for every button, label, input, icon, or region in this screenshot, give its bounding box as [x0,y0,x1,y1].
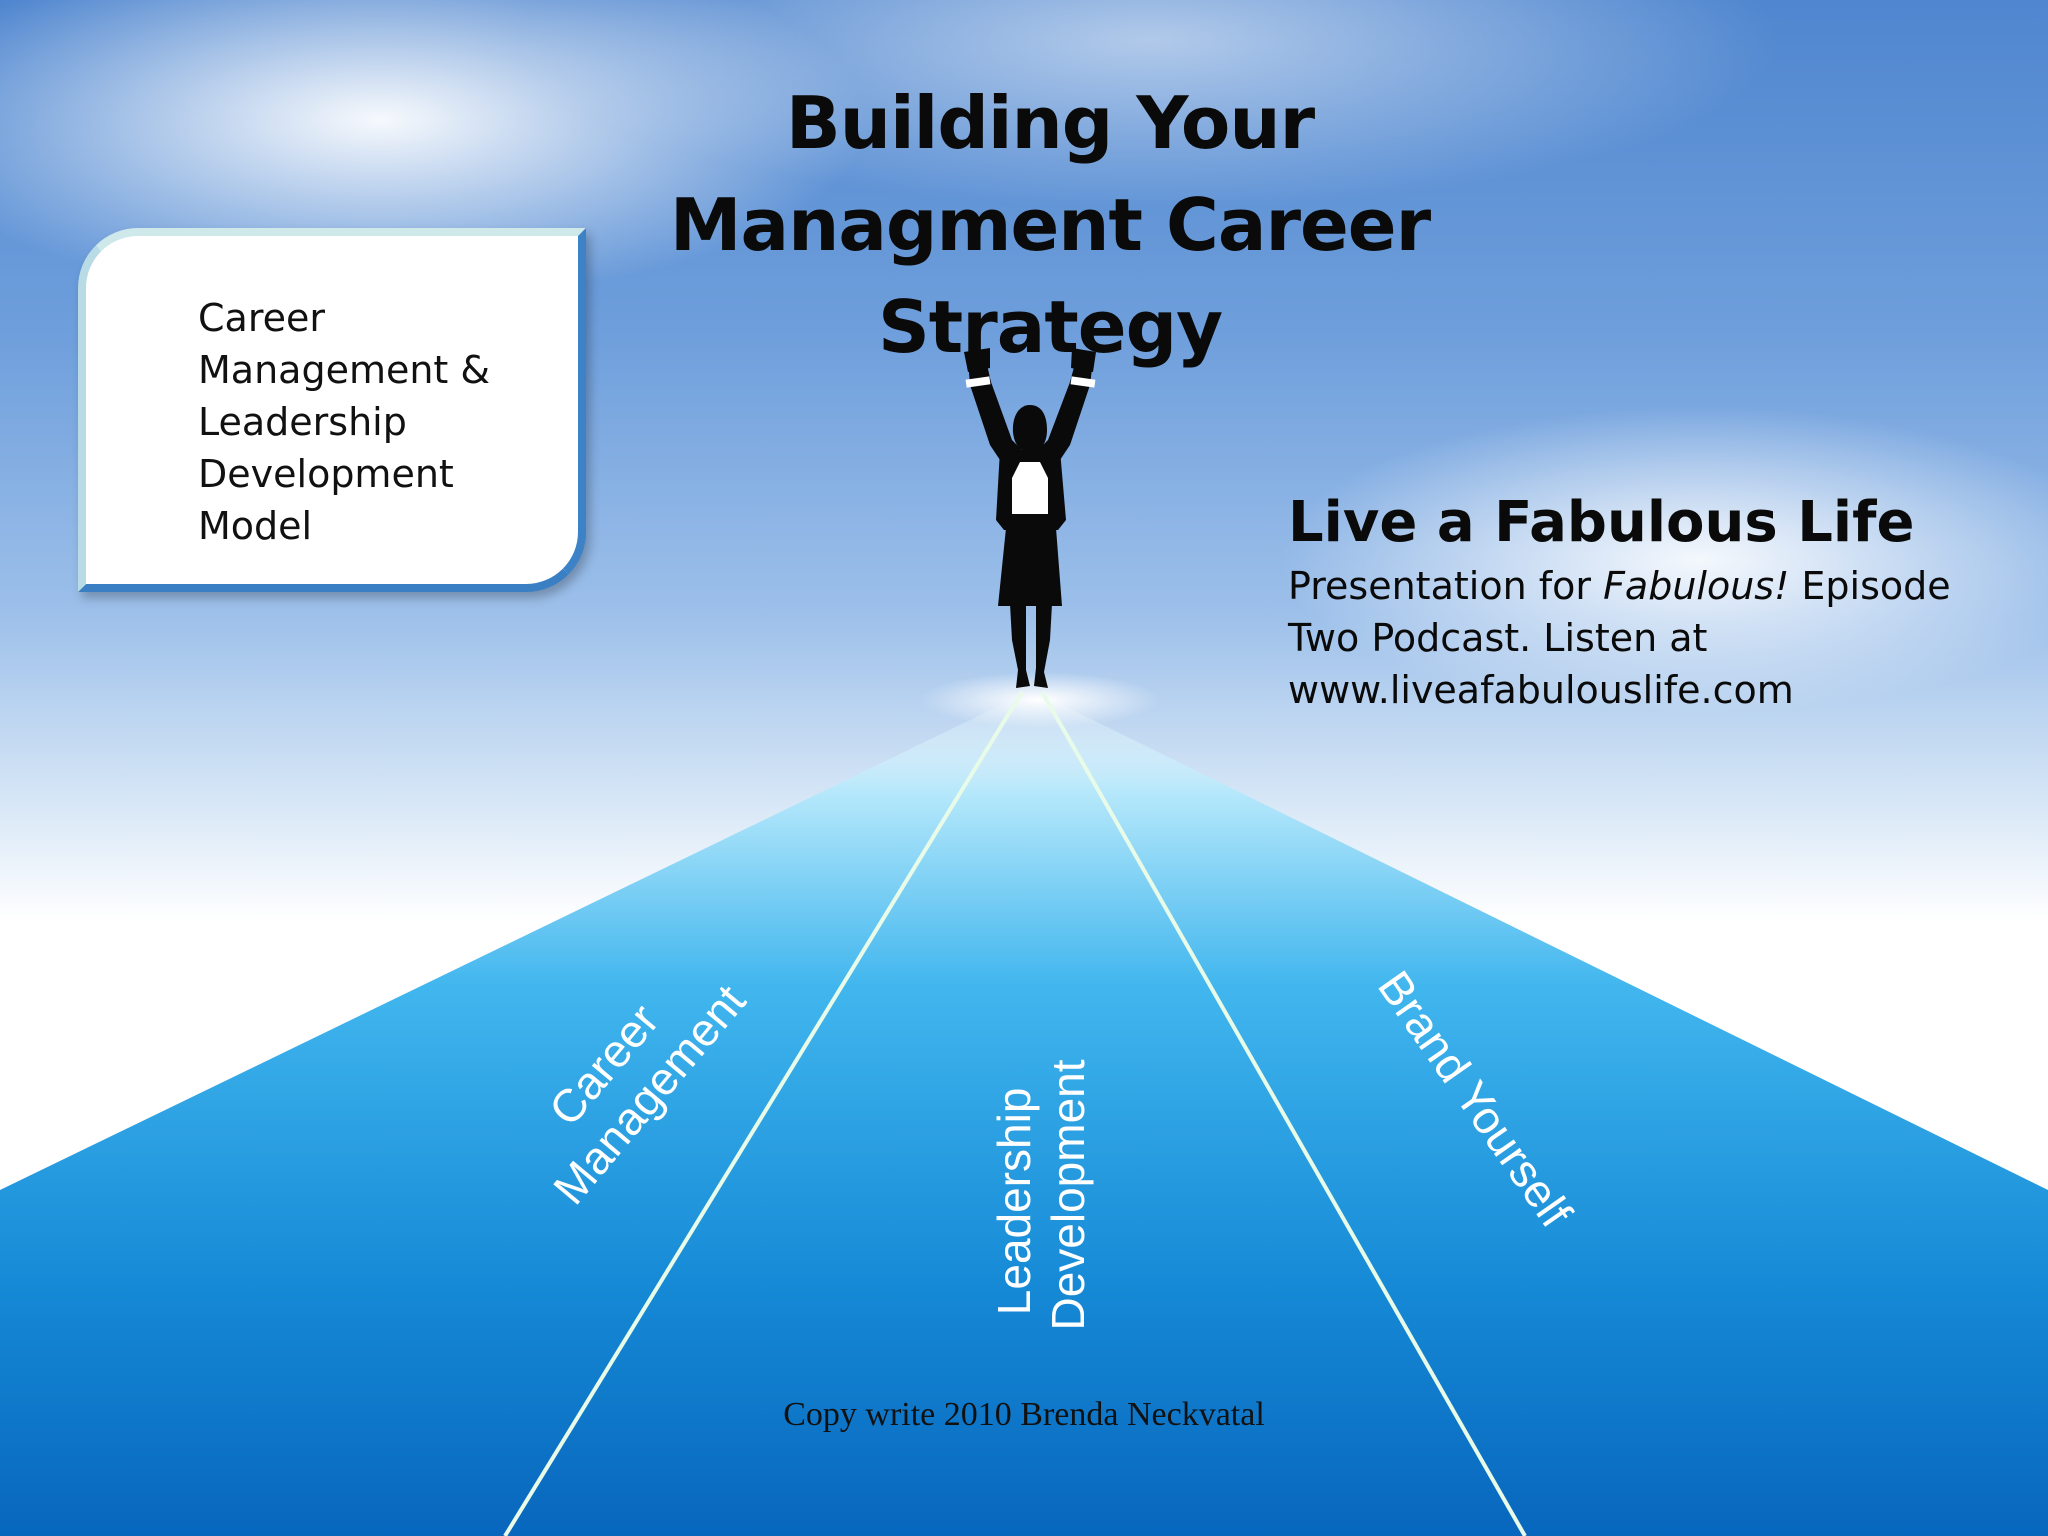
blouse-highlight [1012,462,1048,514]
model-callout-text: Career Management & Leadership Developme… [198,292,490,552]
promo-line-2: Two Podcast. Listen at [1288,616,1708,660]
model-callout-line: Leadership [198,400,407,444]
slide-title-line: Managment Career [669,183,1431,267]
copyright-notice: Copy write 2010 Brenda Neckvatal [783,1396,1265,1433]
road-surface [0,690,2048,1536]
celebrating-woman-silhouette-icon [964,348,1096,688]
slide-title-line: Strategy [877,285,1223,369]
path-label-line: Development [1042,1059,1094,1330]
promo-heading: Live a Fabulous Life [1288,490,1915,555]
model-callout-line: Development [198,452,454,496]
road-divider-left [503,690,1024,1536]
promo-line-1: Presentation for Fabulous! Episode [1288,560,1951,612]
horizon-glow [920,672,1160,728]
model-callout-line: Career [198,296,325,340]
promo-text: Episode [1789,564,1951,608]
promo-text: Presentation for [1288,564,1604,608]
path-label-line: Leadership [988,1088,1040,1316]
model-callout-line: Model [198,504,313,548]
model-callout-line: Management & [198,348,491,392]
podcast-promo: Live a Fabulous Life Presentation for Fa… [1288,488,1951,716]
promo-website-link[interactable]: www.liveafabulouslife.com [1288,668,1794,712]
path-label-leadership-development: Leadership Development [988,1059,1094,1330]
promo-podcast-name: Fabulous! [1603,564,1790,608]
left-cuff [965,376,991,388]
slide-title-line: Building Your [785,81,1315,165]
road-divider-right [1040,691,1527,1536]
right-cuff [1070,376,1096,388]
slide-title: Building Your Managment Career Strategy [600,72,1500,378]
model-callout-box: Career Management & Leadership Developme… [78,228,586,592]
